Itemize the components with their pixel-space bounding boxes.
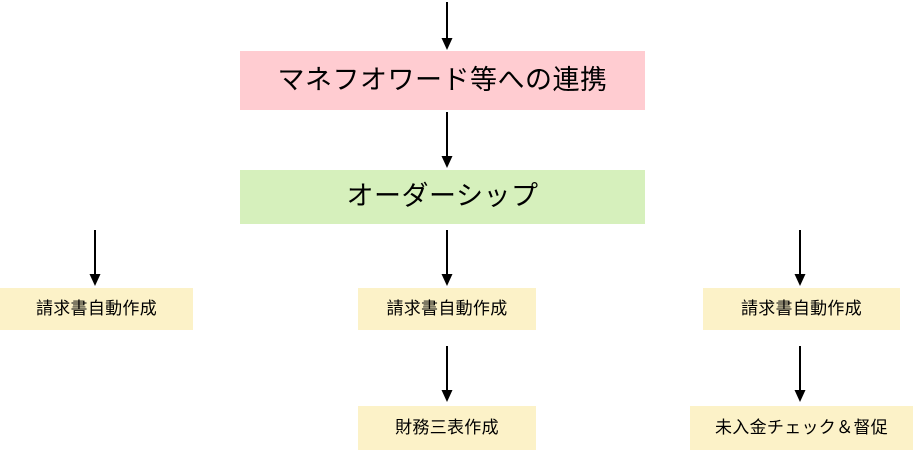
arrow-moneyforward-to-ordership	[437, 110, 457, 170]
node-money-forward-link: マネフオワード等への連携	[240, 51, 645, 110]
arrow-ordership-to-invoice-right	[790, 230, 810, 288]
arrow-top-to-moneyforward	[437, 0, 457, 52]
arrow-ordership-to-invoice-left	[85, 230, 105, 288]
node-financial-statements: 財務三表作成	[358, 406, 536, 450]
arrow-invoice-right-to-unpaid	[790, 346, 810, 404]
node-label: 未入金チェック＆督促	[715, 417, 888, 437]
node-label: 請求書自動作成	[740, 298, 863, 318]
node-label: 財務三表作成	[395, 417, 499, 437]
node-invoice-auto-left: 請求書自動作成	[0, 288, 193, 330]
arrow-ordership-to-invoice-center	[437, 230, 457, 288]
arrow-invoice-center-to-financial	[437, 346, 457, 404]
node-invoice-auto-center: 請求書自動作成	[358, 288, 536, 330]
node-order-ship: オーダーシップ	[240, 170, 645, 224]
node-invoice-auto-right: 請求書自動作成	[703, 288, 900, 330]
node-label: マネフオワード等への連携	[277, 64, 608, 95]
node-label: 請求書自動作成	[35, 298, 158, 318]
node-label: 請求書自動作成	[386, 298, 508, 318]
node-label: オーダーシップ	[346, 181, 539, 212]
node-unpaid-check-reminder: 未入金チェック＆督促	[690, 406, 913, 450]
